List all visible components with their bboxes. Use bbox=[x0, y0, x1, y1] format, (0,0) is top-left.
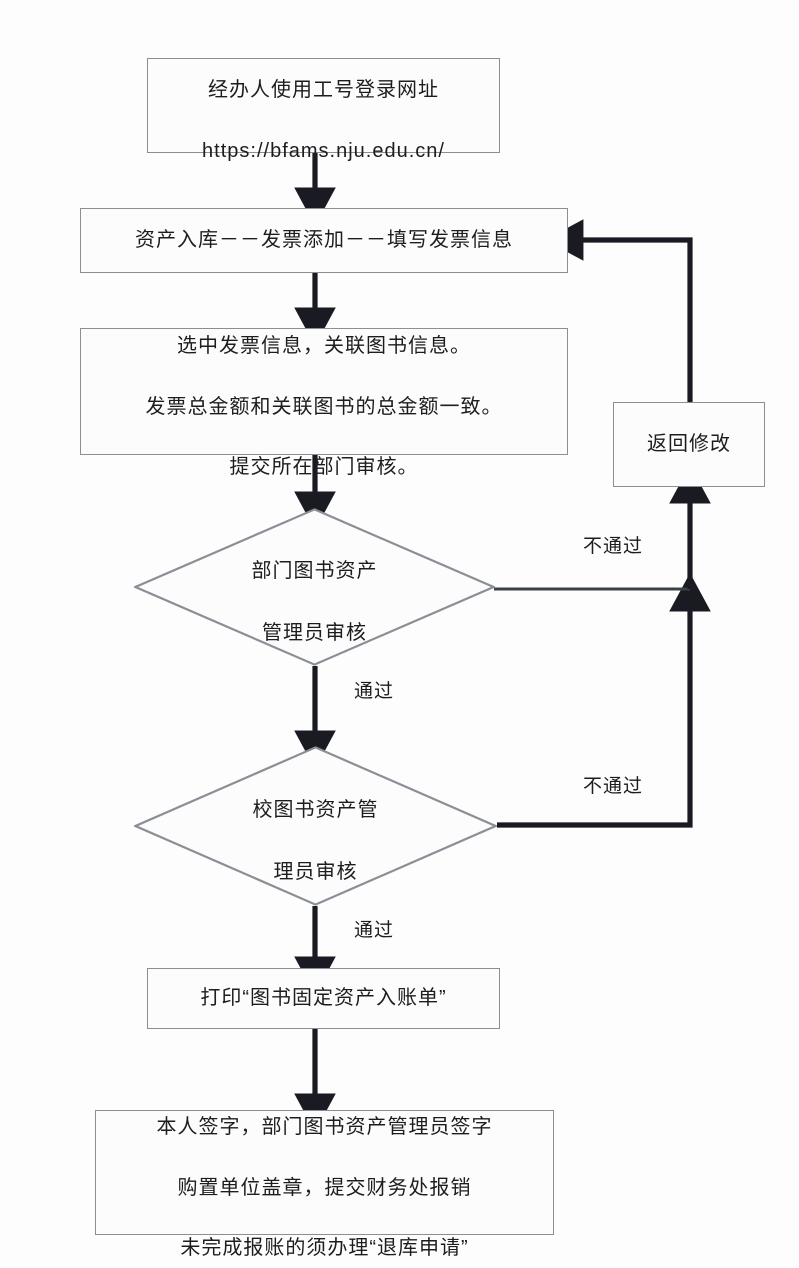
edge-label-dept-reject: 不通过 bbox=[583, 536, 644, 557]
node-print-form-text: 打印“图书固定资产入账单” bbox=[200, 987, 447, 1010]
node-sign-submit-line1: 本人签字，部门图书资产管理员签字 bbox=[156, 1115, 493, 1138]
node-sign-submit-line2: 购置单位盖章，提交财务处报销 bbox=[177, 1176, 472, 1199]
node-link-books-line3: 提交所在部门审核。 bbox=[229, 456, 419, 479]
node-link-books-line2: 发票总金额和关联图书的总金额一致。 bbox=[145, 395, 503, 418]
node-start-login[interactable]: 经办人使用工号登录网址 https://bfams.nju.edu.cn/ bbox=[147, 58, 500, 162]
node-sign-submit-line3: 未完成报账的须办理“退库申请” bbox=[180, 1237, 469, 1260]
edge-revise-to-entry bbox=[544, 219, 693, 402]
node-asset-entry-text: 资产入库－－发票添加－－填写发票信息 bbox=[135, 229, 513, 252]
node-print-form[interactable]: 打印“图书固定资产入账单” bbox=[147, 968, 500, 1029]
node-sign-submit[interactable]: 本人签字，部门图书资产管理员签字 购置单位盖章，提交财务处报销 未完成报账的须办… bbox=[95, 1110, 554, 1259]
node-link-books-text: 选中发票信息，关联图书信息。 发票总金额和关联图书的总金额一致。 提交所在部门审… bbox=[146, 300, 503, 482]
node-sign-submit-text: 本人签字，部门图书资产管理员签字 购置单位盖章，提交财务处报销 未完成报账的须办… bbox=[157, 1081, 493, 1263]
dept-review-diamond-shape bbox=[134, 508, 495, 666]
node-asset-entry[interactable]: 资产入库－－发票添加－－填写发票信息 bbox=[80, 208, 568, 273]
edge-label-school-reject: 不通过 bbox=[583, 776, 644, 797]
node-start-login-text: 经办人使用工号登录网址 https://bfams.nju.edu.cn/ bbox=[202, 45, 445, 167]
node-link-books[interactable]: 选中发票信息，关联图书信息。 发票总金额和关联图书的总金额一致。 提交所在部门审… bbox=[80, 328, 568, 478]
edge-label-dept-pass: 通过 bbox=[354, 681, 395, 702]
node-start-login-url: https://bfams.nju.edu.cn/ bbox=[202, 139, 445, 162]
edge-label-school-pass: 通过 bbox=[354, 920, 395, 941]
node-dept-review[interactable]: 部门图书资产 管理员审核 bbox=[134, 508, 495, 666]
school-review-diamond-shape bbox=[134, 746, 497, 906]
node-school-review[interactable]: 校图书资产管 理员审核 bbox=[134, 746, 497, 906]
node-link-books-line1: 选中发票信息，关联图书信息。 bbox=[177, 334, 471, 357]
node-start-login-line1: 经办人使用工号登录网址 bbox=[208, 79, 439, 102]
node-return-revise-text: 返回修改 bbox=[647, 433, 731, 456]
node-return-revise[interactable]: 返回修改 bbox=[613, 402, 765, 487]
